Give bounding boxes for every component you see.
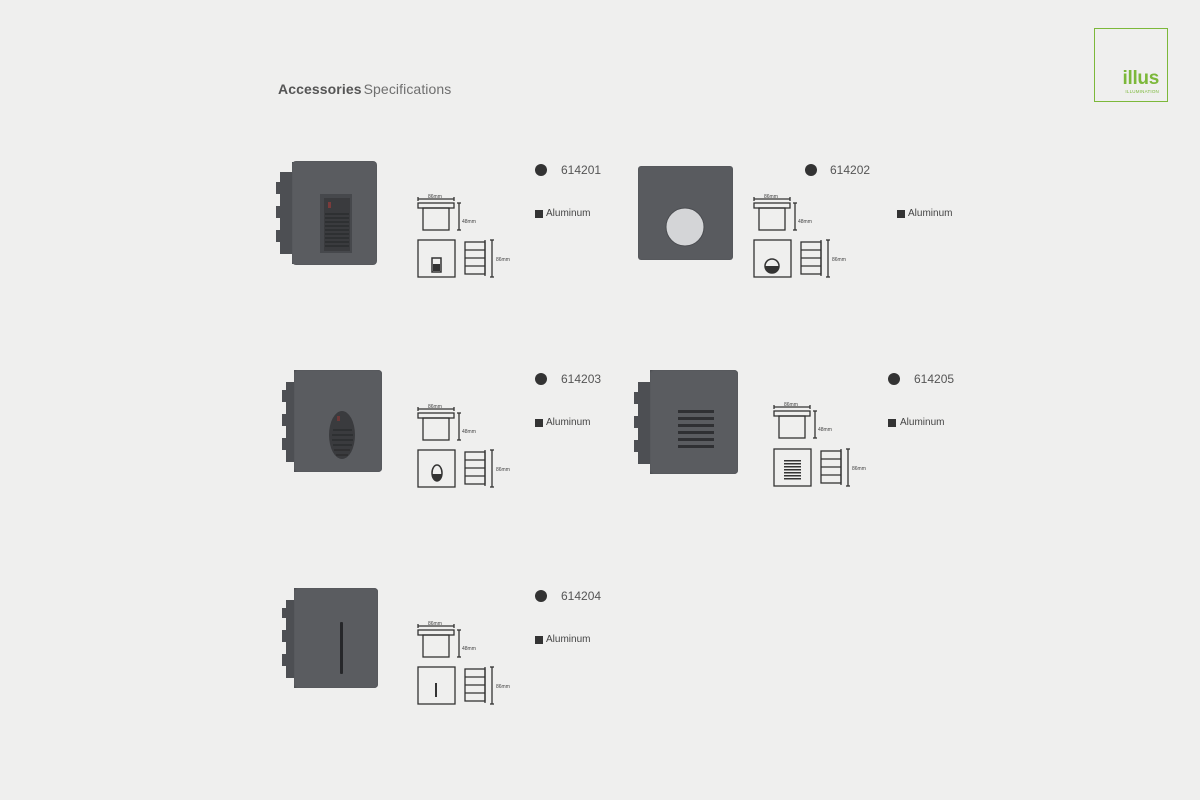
material-swatch [535, 419, 543, 427]
product-photo [638, 166, 733, 260]
product-code: 614205 [914, 372, 955, 386]
product-photo [634, 370, 738, 474]
material-swatch [535, 210, 543, 218]
dimension-drawing: 86mm 48mm 86mm [417, 404, 510, 488]
color-swatch-dot [535, 373, 547, 385]
dim-depth-label: 48mm [462, 429, 476, 435]
logo-subtitle: ILLUMINATION [1125, 89, 1159, 94]
color-swatch-dot [535, 590, 547, 602]
dim-depth-label: 48mm [462, 646, 476, 652]
dim-width-label: 86mm [428, 194, 442, 200]
product-code: 614201 [561, 163, 602, 177]
product-material: Aluminum [546, 208, 591, 219]
heading-light: Specifications [363, 81, 452, 97]
material-swatch [888, 419, 896, 427]
product-material: Aluminum [908, 208, 953, 219]
product-photo [282, 588, 378, 688]
dim-width-label: 86mm [428, 404, 442, 410]
dim-height-label: 86mm [496, 684, 510, 690]
dim-height-label: 86mm [496, 257, 510, 263]
dim-depth-label: 48mm [462, 219, 476, 225]
dimension-drawing: 86mm 48mm 86mm [773, 402, 866, 487]
dim-width-label: 86mm [764, 194, 778, 200]
material-swatch [535, 636, 543, 644]
color-swatch-dot [805, 164, 817, 176]
material-swatch [897, 210, 905, 218]
dim-depth-label: 48mm [818, 427, 832, 433]
product-material: Aluminum [546, 634, 591, 645]
dimension-drawing: 86mm 48mm 86mm [417, 194, 510, 278]
dim-height-label: 86mm [852, 466, 866, 472]
product-code: 614204 [561, 589, 602, 603]
product-code: 614202 [830, 163, 871, 177]
color-swatch-dot [888, 373, 900, 385]
dim-depth-label: 48mm [798, 219, 812, 225]
product-material: Aluminum [900, 417, 945, 428]
product-material: Aluminum [546, 417, 591, 428]
logo-word: illus [1122, 68, 1159, 89]
dim-height-label: 86mm [496, 467, 510, 473]
dimension-drawing: 86mm 48mm 86mm [417, 621, 510, 705]
product-photo [276, 161, 377, 265]
color-swatch-dot [535, 164, 547, 176]
product-photo [282, 370, 382, 472]
dim-width-label: 86mm [428, 621, 442, 627]
brand-logo: illus ILLUMINATION [1094, 28, 1168, 102]
heading-bold: Accessories [278, 81, 362, 97]
dimension-drawing: 86mm 48mm 86mm [753, 194, 846, 278]
dim-width-label: 86mm [784, 402, 798, 408]
product-code: 614203 [561, 372, 602, 386]
dim-height-label: 86mm [832, 257, 846, 263]
